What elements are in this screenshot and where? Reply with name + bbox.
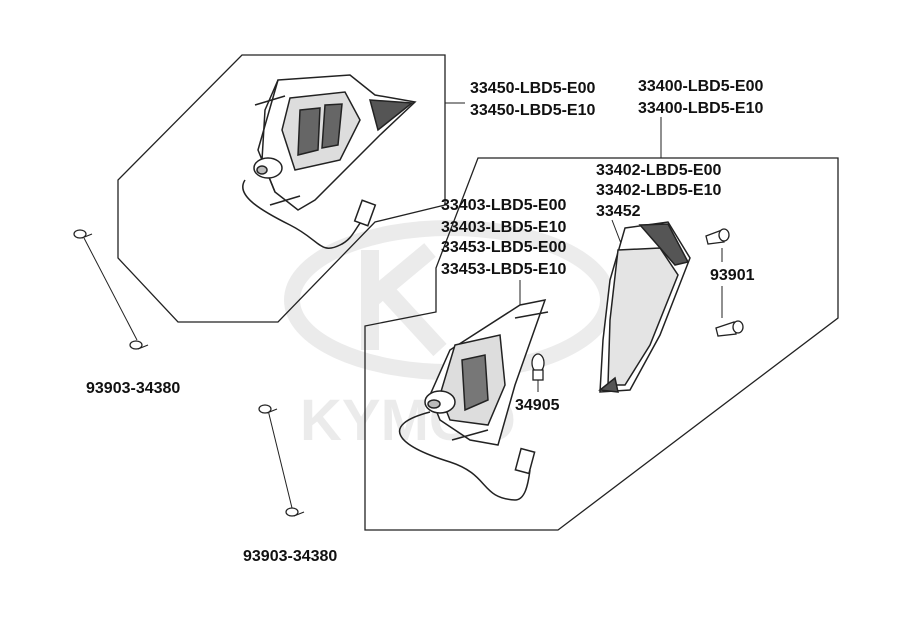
right-assembly-boundary [364,157,839,531]
screw-93903-a-top [73,229,93,239]
label-33402-e00: 33402-LBD5-E00 [596,162,722,179]
label-33403-e00: 33403-LBD5-E00 [441,197,567,214]
label-33452: 33452 [596,203,641,220]
leader-lines [83,102,723,509]
label-93903-b: 93903-34380 [243,548,338,565]
label-33450-e00: 33450-LBD5-E00 [470,80,596,97]
screw-93903-b-bottom [285,507,305,517]
left-turn-signal-assembly [242,74,417,249]
label-93903-a: 93903-34380 [86,380,181,397]
screw-93903-a-bottom [129,340,149,350]
label-33453-e00: 33453-LBD5-E00 [441,239,567,256]
bulb-34905 [531,353,545,381]
right-turn-signal-body [398,299,549,501]
label-33400-e00: 33400-LBD5-E00 [638,78,764,95]
label-33403-e10: 33403-LBD5-E10 [441,219,567,236]
label-93901: 93901 [710,267,755,284]
label-33402-e10: 33402-LBD5-E10 [596,182,722,199]
turn-signal-lens [598,221,691,393]
label-33450-e10: 33450-LBD5-E10 [470,102,596,119]
label-34905: 34905 [515,397,560,414]
screw-93901-upper [705,228,730,245]
left-assembly-boundary [117,54,446,323]
label-33453-e10: 33453-LBD5-E10 [441,261,567,278]
label-33400-e10: 33400-LBD5-E10 [638,100,764,117]
screw-93901-lower [715,320,744,337]
screw-93903-b-top [258,404,278,414]
